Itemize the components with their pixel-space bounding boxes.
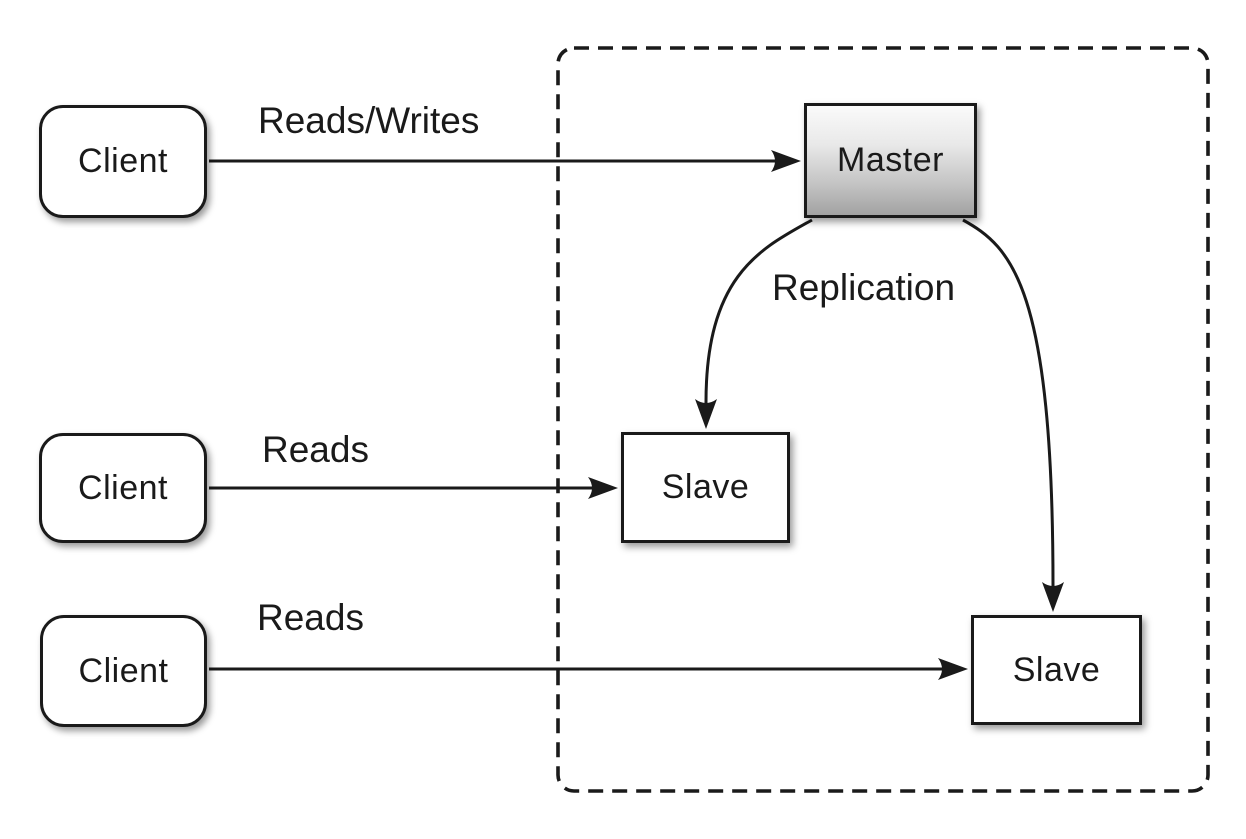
arrowhead-right-icon bbox=[771, 150, 801, 172]
node-client-1-label: Client bbox=[78, 142, 168, 180]
arrow-master-to-slave-bottom bbox=[962, 218, 1064, 612]
node-client-2: Client bbox=[39, 433, 207, 543]
arrow-client3-to-slave-bottom bbox=[209, 658, 968, 680]
node-client-1: Client bbox=[39, 105, 207, 218]
node-slave-bottom-label: Slave bbox=[1012, 650, 1101, 689]
node-client-3: Client bbox=[40, 615, 207, 727]
node-master: Master bbox=[804, 103, 977, 218]
arrowhead-right-icon bbox=[938, 658, 968, 680]
node-slave-bottom: Slave bbox=[971, 615, 1142, 725]
arrowhead-down-icon bbox=[1042, 582, 1064, 612]
edge-label-replication: Replication bbox=[772, 267, 956, 308]
arrow-client1-to-master bbox=[209, 150, 801, 172]
node-master-label: Master bbox=[837, 141, 944, 179]
edge-label-reads-bottom: Reads bbox=[257, 597, 364, 638]
node-slave-middle-label: Slave bbox=[661, 468, 750, 506]
replication-boundary-box bbox=[556, 46, 1210, 793]
node-client-3-label: Client bbox=[78, 651, 169, 690]
arrow-client2-to-slave-middle bbox=[209, 477, 618, 499]
arrowhead-down-icon bbox=[695, 399, 717, 429]
edge-label-reads-writes: Reads/Writes bbox=[258, 100, 480, 141]
node-slave-middle: Slave bbox=[621, 432, 790, 543]
arrowhead-right-icon bbox=[588, 477, 618, 499]
edge-label-reads-middle: Reads bbox=[262, 429, 369, 470]
arrow-master-to-slave-middle bbox=[695, 218, 813, 429]
node-client-2-label: Client bbox=[78, 468, 168, 507]
